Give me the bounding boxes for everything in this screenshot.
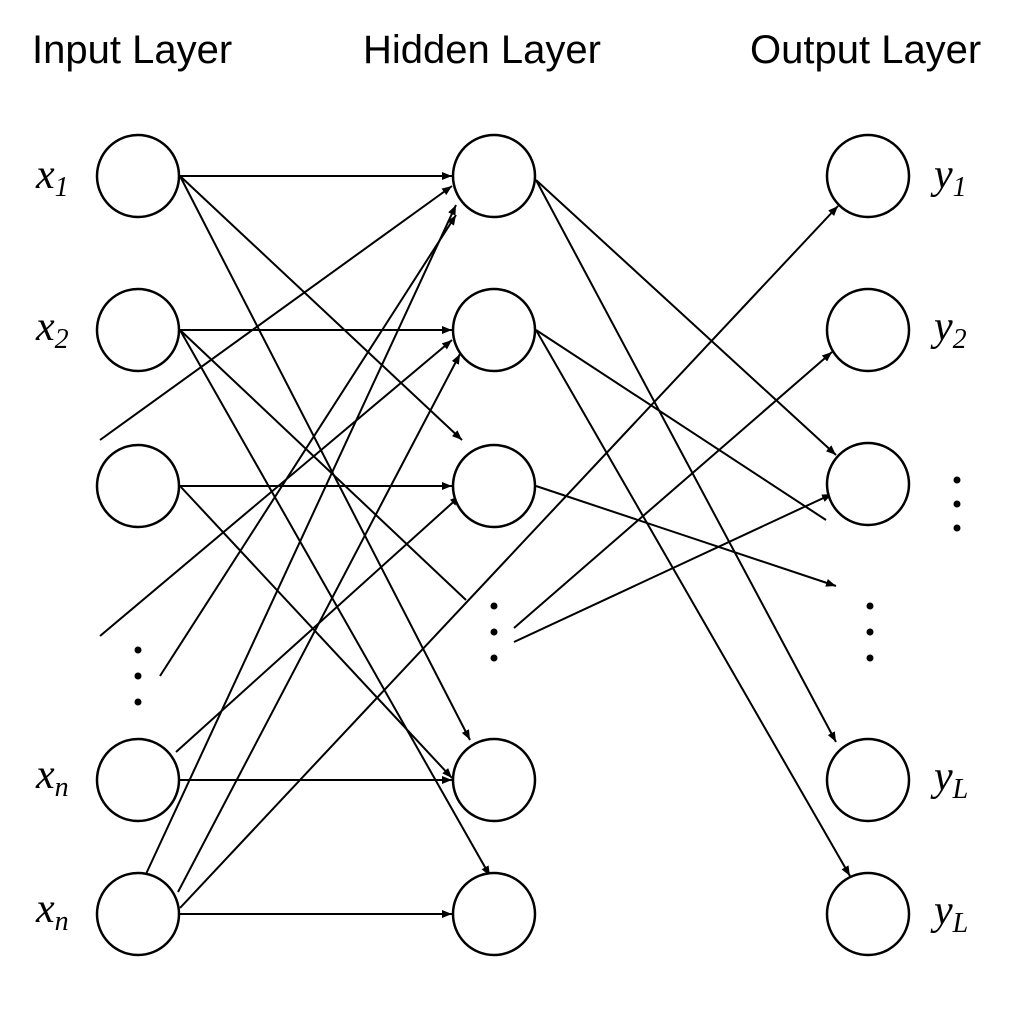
edge (179, 485, 453, 779)
hidden-node-1 (451, 133, 537, 219)
edge (535, 179, 837, 743)
input-ellipsis (134, 646, 142, 706)
input-node-n-upper (95, 737, 181, 823)
output-label-1: y1 (930, 152, 967, 203)
input-label-n-upper-base: x (35, 752, 55, 798)
output-label-L-lower: yL (930, 888, 968, 939)
hidden-node-2 (451, 287, 537, 373)
edge (535, 485, 837, 587)
output-layer-title: Output Layer (750, 28, 981, 72)
output-label-2-sub: 2 (953, 324, 967, 355)
input-label-1-sub: 1 (55, 172, 69, 203)
input-node-3 (95, 443, 181, 529)
input-node-2 (95, 287, 181, 373)
output-node-L-lower (825, 871, 911, 957)
input-node-1 (95, 133, 181, 219)
input-label-n-lower: xn (35, 886, 69, 937)
output-node-3 (825, 441, 911, 527)
edge (535, 329, 827, 521)
output-label-L-lower-sub: L (952, 908, 969, 939)
input-label-n-upper: xn (35, 752, 69, 803)
input-label-2: x2 (35, 304, 69, 355)
output-node-L-upper (825, 737, 911, 823)
edge (145, 204, 457, 875)
edge (179, 205, 839, 909)
edge (99, 339, 453, 637)
output-ellipsis (866, 602, 874, 662)
input-label-1-base: x (35, 152, 55, 198)
edge (179, 175, 463, 441)
input-label-n-lower-base: x (35, 886, 55, 932)
hidden-layer-nodes (451, 133, 537, 957)
edge (179, 329, 467, 601)
edge (513, 493, 833, 643)
edge (179, 329, 491, 877)
output-node-1 (825, 133, 911, 219)
hidden-layer-title: Hidden Layer (363, 28, 601, 72)
output-label-L-upper: yL (930, 754, 968, 805)
input-layer-nodes (95, 133, 181, 957)
edge (159, 214, 457, 677)
edge (177, 353, 461, 893)
edges (99, 172, 851, 918)
output-layer-nodes (825, 133, 911, 957)
input-label-2-sub: 2 (55, 324, 69, 355)
input-label-2-base: x (35, 304, 55, 350)
hidden-ellipsis (490, 602, 498, 662)
edge (179, 175, 471, 741)
input-label-n-upper-sub: n (55, 772, 69, 803)
edge (513, 351, 833, 629)
output-label-L-upper-sub: L (952, 774, 969, 805)
edge (535, 179, 837, 456)
output-label-2-base: y (930, 304, 953, 350)
input-node-n-lower (95, 871, 181, 957)
input-layer-title: Input Layer (32, 28, 232, 72)
output-label-L-lower-base: y (930, 888, 953, 934)
input-label-1: x1 (35, 152, 69, 203)
output-side-ellipsis (953, 476, 961, 532)
output-label-1-base: y (930, 152, 953, 198)
hidden-node-4 (451, 737, 537, 823)
hidden-node-5 (451, 871, 537, 957)
output-label-2: y2 (930, 304, 967, 355)
output-label-L-upper-base: y (930, 754, 953, 800)
edge (535, 329, 851, 877)
input-label-n-lower-sub: n (55, 906, 69, 937)
edge (99, 185, 453, 441)
output-node-2 (825, 287, 911, 373)
hidden-node-3 (451, 443, 537, 529)
output-label-1-sub: 1 (953, 172, 967, 203)
